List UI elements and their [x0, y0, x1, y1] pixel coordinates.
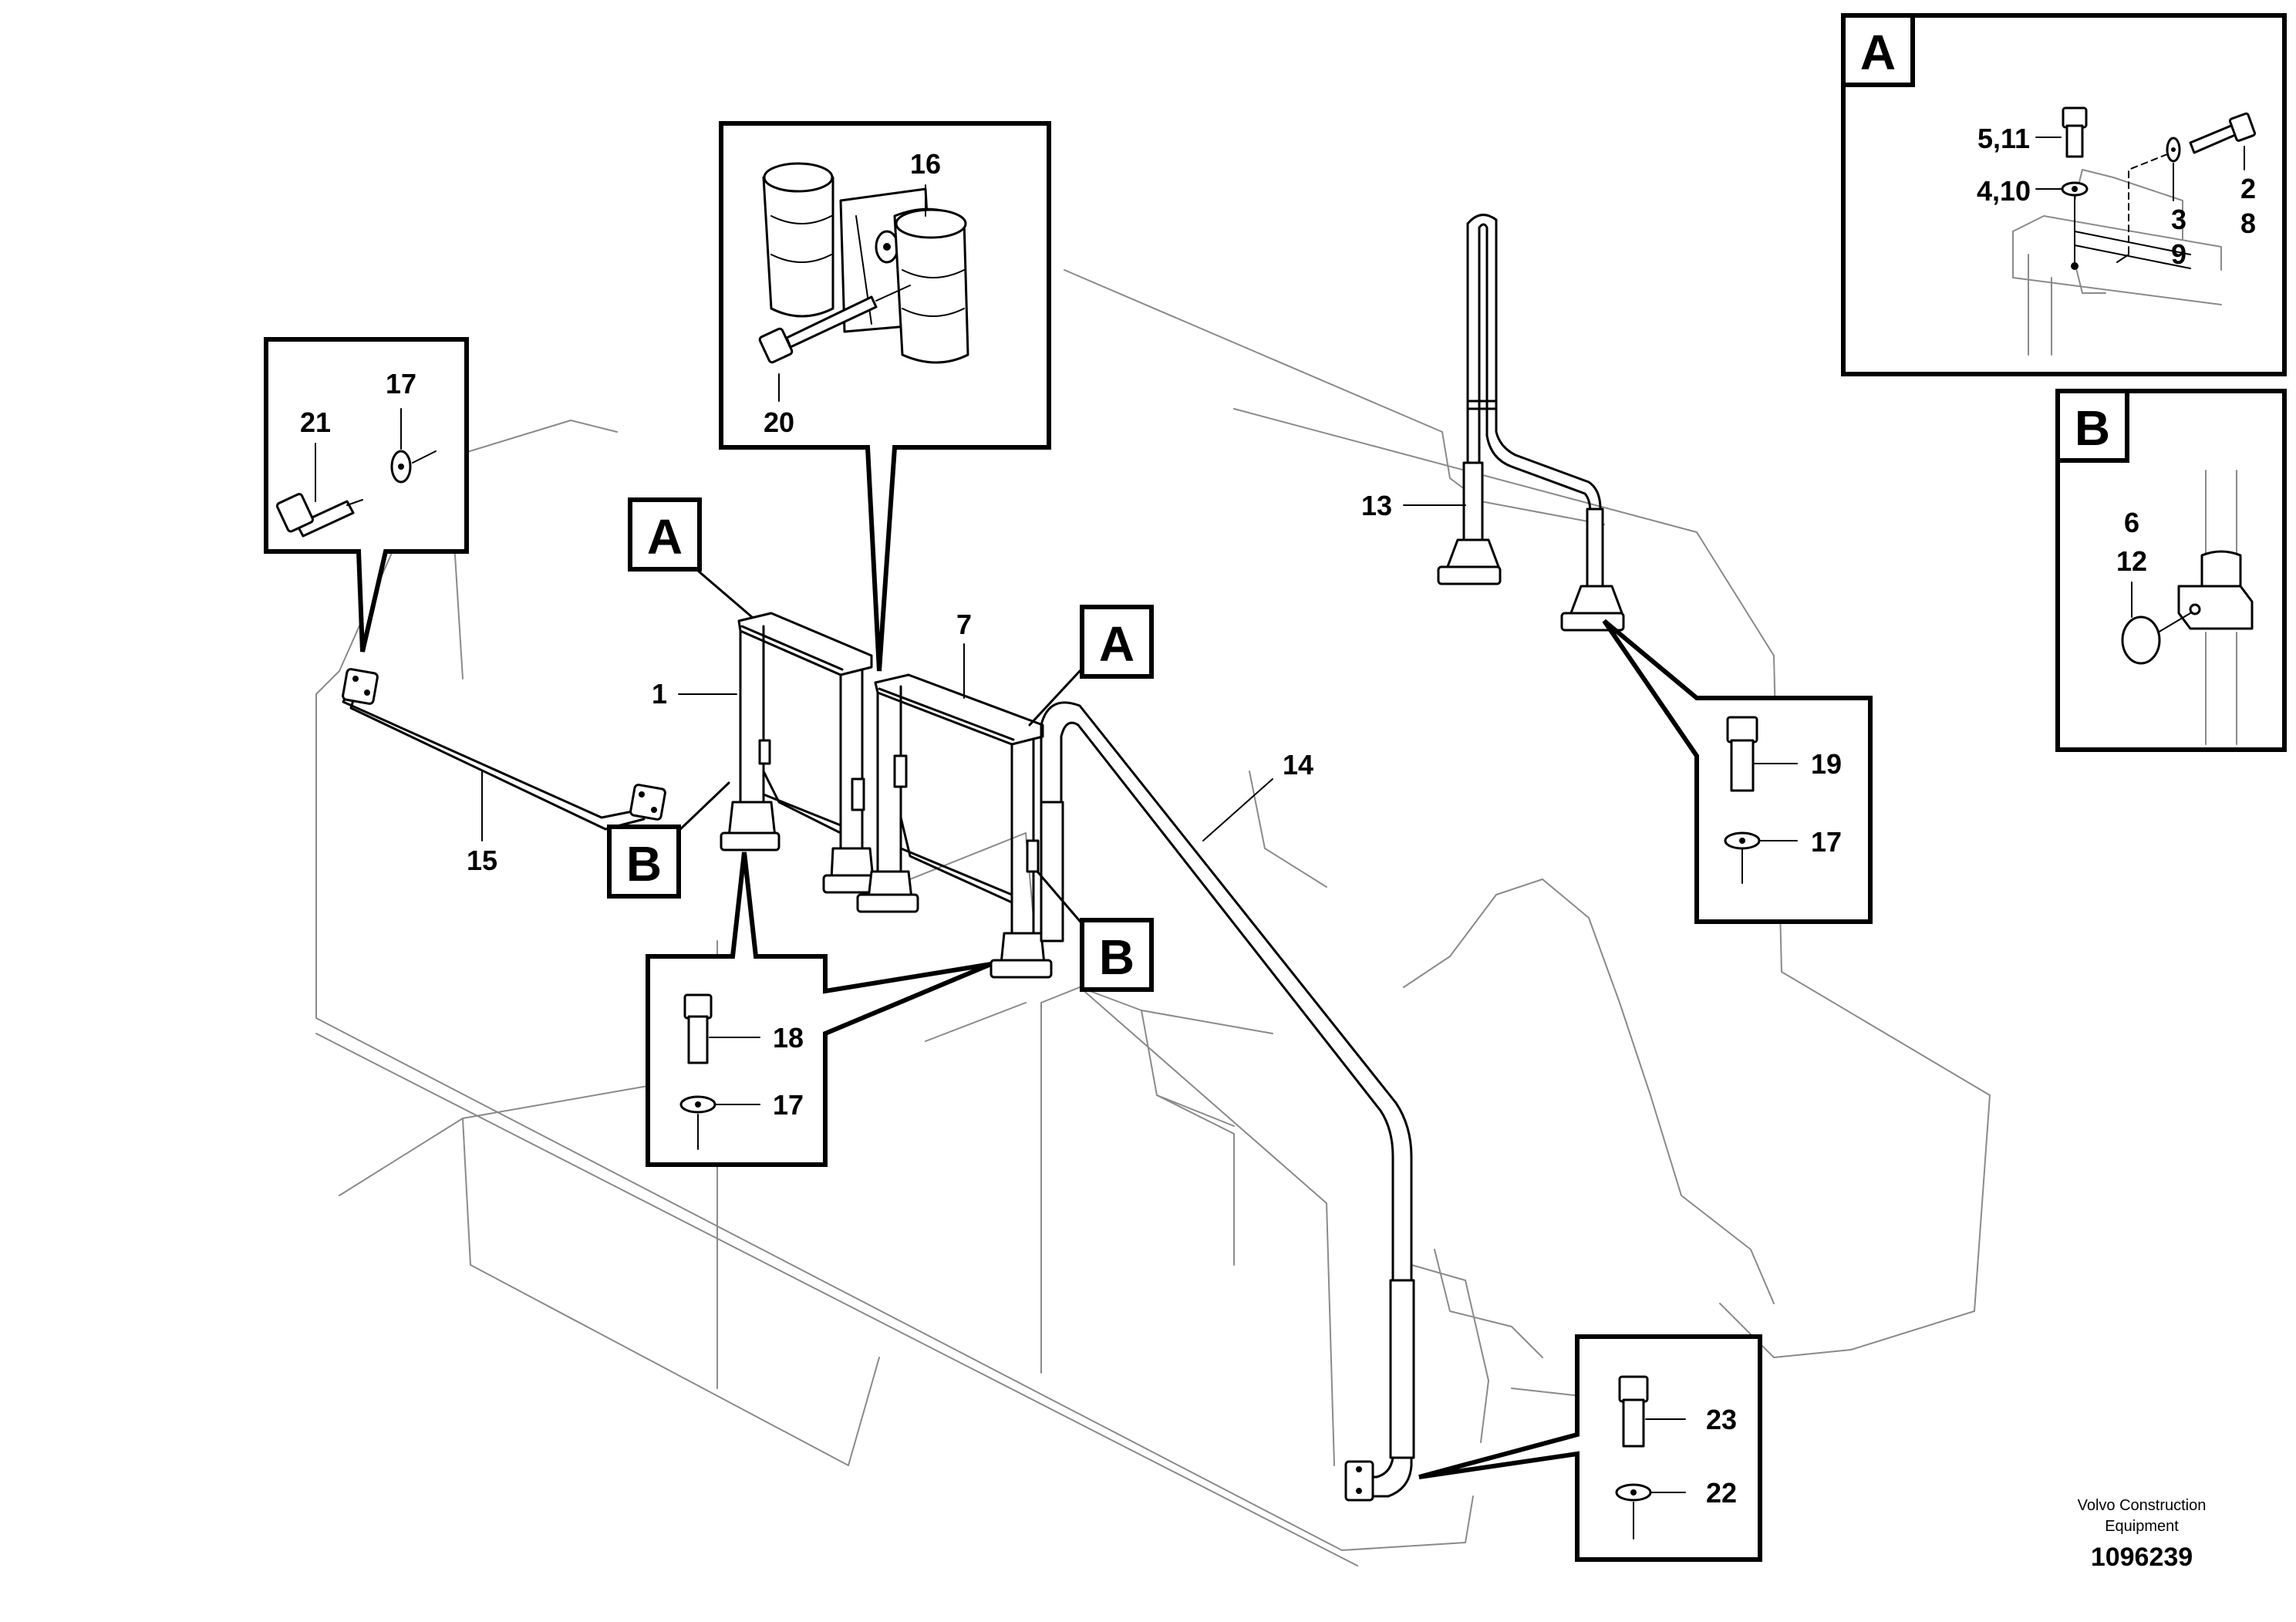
svg-text:16: 16: [910, 148, 941, 180]
svg-text:12: 12: [2116, 545, 2147, 577]
company-line-1: Volvo Construction: [2078, 1497, 2207, 1514]
svg-text:B: B: [2075, 400, 2110, 456]
tag-b-mid: B: [1036, 870, 1154, 992]
svg-text:17: 17: [773, 1089, 804, 1121]
svg-text:6: 6: [2124, 507, 2139, 538]
handrail-14: [1040, 701, 1415, 1502]
svg-text:B: B: [1099, 929, 1135, 985]
handrail-15: [342, 668, 666, 831]
leader-lines: [481, 504, 1466, 841]
svg-text:A: A: [647, 509, 683, 565]
callout-bolt-23: 23 22: [1418, 1334, 1762, 1562]
label-15: 15: [467, 845, 497, 876]
stand-1: [720, 612, 883, 894]
stand-7: [856, 673, 1053, 979]
svg-text:8: 8: [2240, 207, 2256, 239]
svg-text:A: A: [1860, 25, 1896, 80]
svg-text:B: B: [626, 836, 662, 892]
svg-text:5,11: 5,11: [1977, 123, 2030, 154]
tag-a-right: A: [1028, 605, 1154, 727]
drawing-number: 1096239: [2091, 1543, 2193, 1572]
svg-text:3: 3: [2171, 204, 2186, 235]
svg-text:21: 21: [300, 406, 331, 438]
svg-text:17: 17: [386, 368, 416, 400]
callout-clamp-16: 16 20: [719, 121, 1051, 672]
callout-bolt-19: 19 17: [1602, 619, 1873, 924]
svg-text:9: 9: [2171, 238, 2186, 270]
svg-text:2: 2: [2240, 173, 2256, 204]
svg-text:19: 19: [1811, 748, 1842, 780]
svg-text:22: 22: [1706, 1477, 1737, 1509]
callout-bolt-21: 21 17: [264, 337, 469, 653]
inset-a: A 5,11 4,10 3 9 2 8: [1841, 13, 2287, 376]
label-1: 1: [652, 678, 667, 710]
svg-text:18: 18: [773, 1022, 804, 1054]
tag-a-left: A: [628, 497, 754, 619]
svg-text:17: 17: [1811, 826, 1842, 858]
footer: Volvo Construction Equipment 1096239: [2078, 1497, 2207, 1572]
svg-text:4,10: 4,10: [1977, 175, 2031, 207]
inset-b: B 6 12: [2055, 389, 2287, 752]
label-14: 14: [1283, 749, 1313, 781]
tag-b-left: B: [607, 781, 730, 899]
svg-text:A: A: [1099, 616, 1135, 672]
company-line-2: Equipment: [2105, 1518, 2179, 1535]
part-numbers: 1 7 13 14 15: [467, 490, 1392, 876]
label-7: 7: [956, 609, 972, 640]
handrail-13: [1437, 214, 1625, 632]
callout-bolt-18: 18 17: [646, 851, 993, 1167]
label-13: 13: [1361, 490, 1392, 521]
svg-text:23: 23: [1706, 1404, 1737, 1435]
svg-text:20: 20: [764, 406, 794, 438]
